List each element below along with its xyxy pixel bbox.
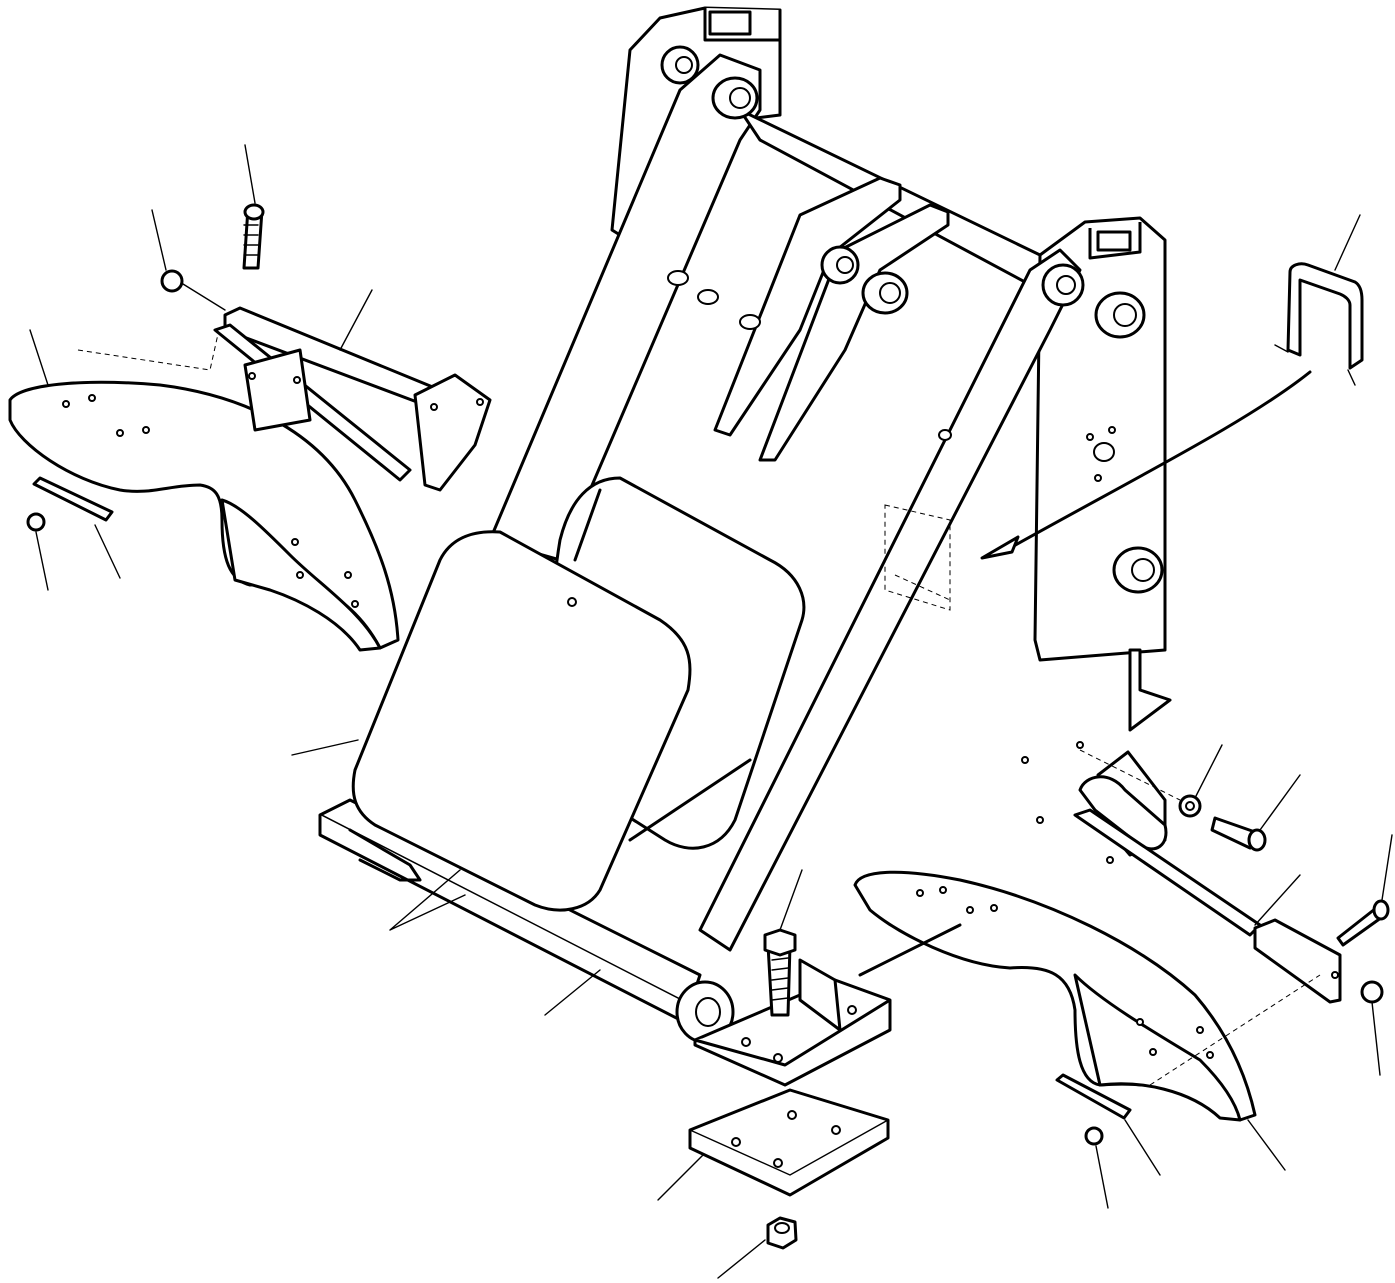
nut: [1084, 1126, 1109, 1209]
front-cover-plate: [291, 530, 692, 1016]
u-clamp: [980, 214, 1364, 560]
right-fender-bracket: [1021, 741, 1342, 1004]
washer: [1178, 744, 1223, 818]
bolt: [1336, 834, 1393, 947]
left-fender-bracket: [213, 289, 492, 492]
nut: [151, 209, 226, 311]
nut: [26, 512, 49, 591]
left-fender: [8, 324, 400, 652]
spacer-plate: [657, 1088, 890, 1201]
strip: [32, 476, 121, 579]
nut: [1360, 980, 1384, 1076]
nut: [717, 1216, 798, 1279]
strip: [1055, 1073, 1161, 1176]
bolt: [242, 144, 265, 270]
right-fender: [853, 870, 1321, 1171]
mounting-block: [693, 869, 962, 1087]
bolt: [1210, 774, 1301, 852]
main-frame: [318, 6, 1172, 1044]
